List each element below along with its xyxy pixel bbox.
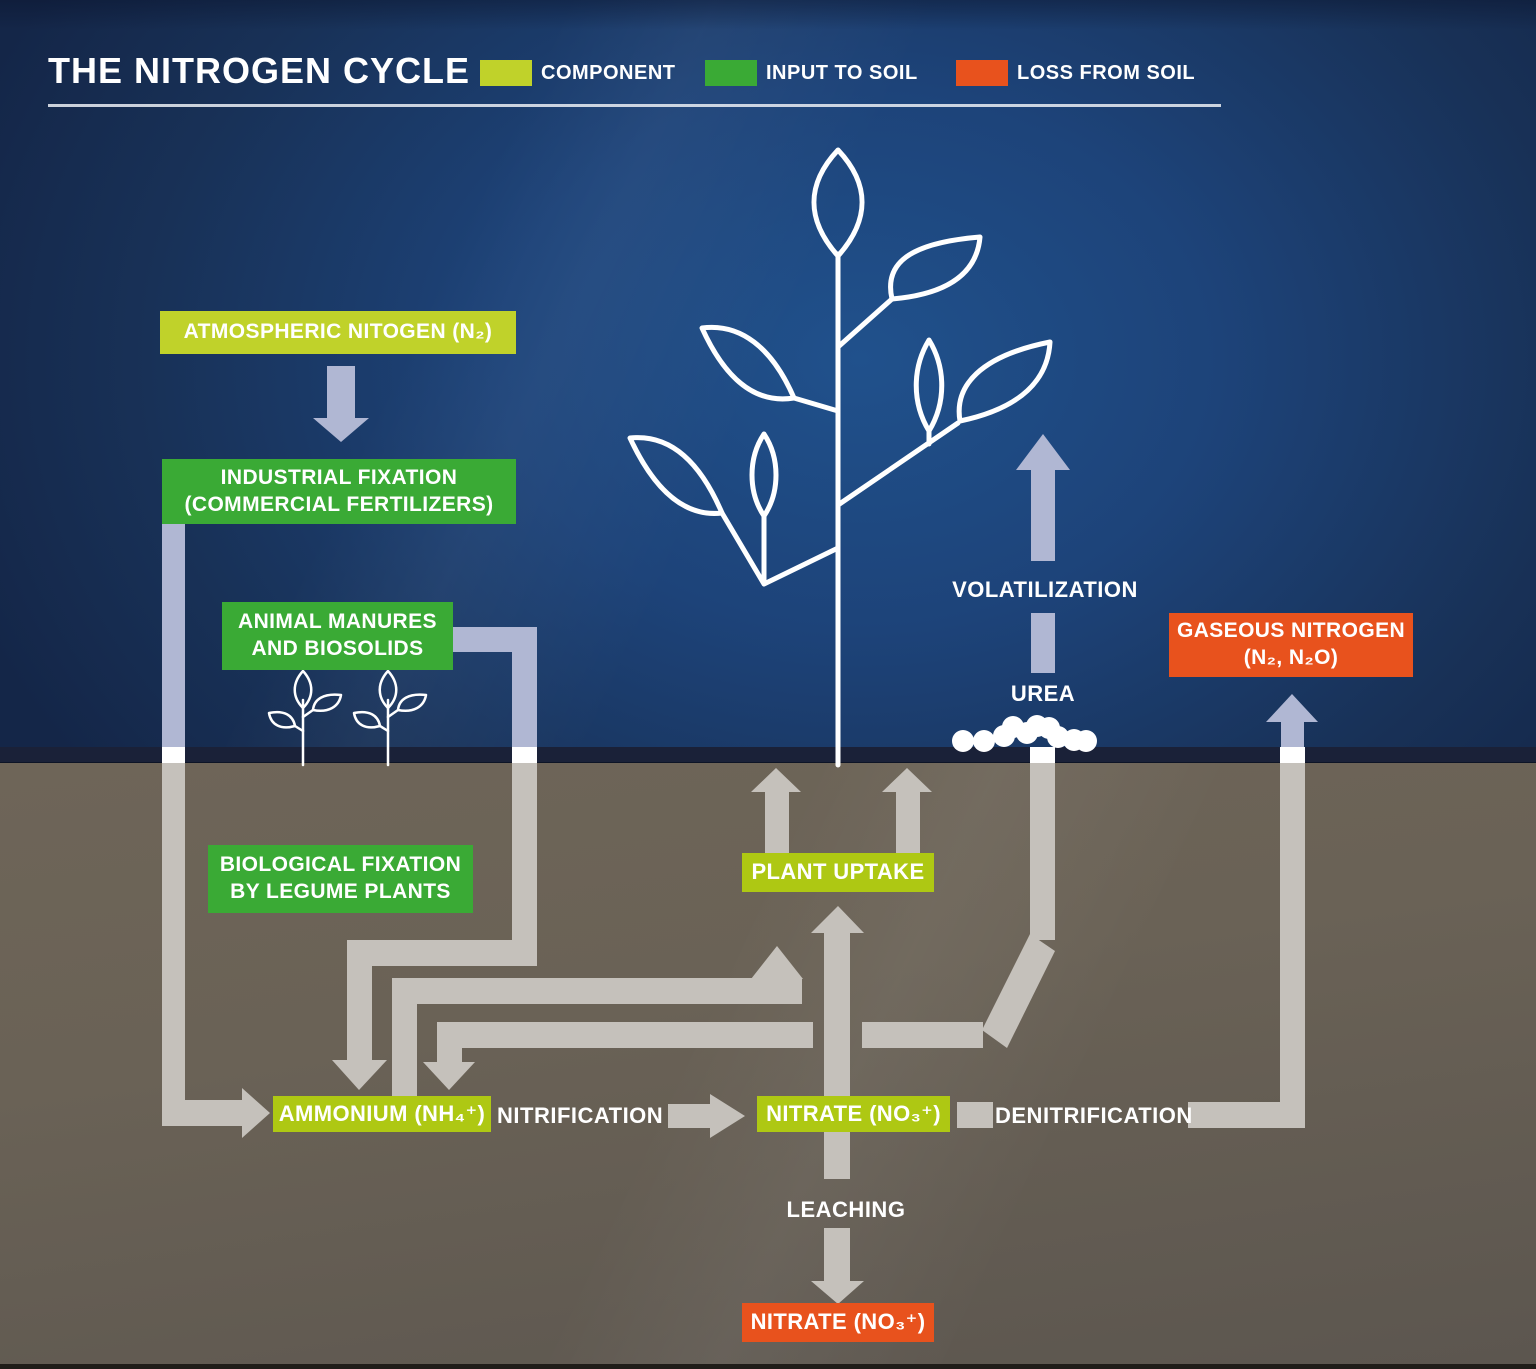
node-ammonium: AMMONIUM (NH₄⁺) — [273, 1096, 491, 1132]
node-industrial-fixation: INDUSTRIAL FIXATION (COMMERCIAL FERTILIZ… — [162, 459, 516, 524]
node-biological-fixation-line1: BIOLOGICAL FIXATION — [219, 853, 462, 877]
soil-surface-line — [0, 747, 1536, 763]
node-nitrate-label: NITRATE (NO₃⁺) — [766, 1100, 941, 1126]
node-plant-uptake-label: PLANT UPTAKE — [751, 859, 925, 885]
legend-label-input-to-soil: INPUT TO SOIL — [766, 61, 918, 84]
node-nitrate: NITRATE (NO₃⁺) — [757, 1096, 950, 1132]
arrow-ammonium-to-plant-uptake — [392, 946, 803, 1096]
input-to-soil-color-swatch — [705, 60, 757, 86]
arrow-nitrification — [668, 1094, 745, 1138]
node-gaseous-nitrogen-line2: (N₂, N₂O) — [1243, 646, 1339, 669]
node-plant-uptake: PLANT UPTAKE — [742, 853, 934, 892]
node-animal-manures-line2: AND BIOSOLIDS — [251, 637, 424, 660]
node-atmospheric-nitrogen-label: ATMOSPHERIC NITOGEN (N₂) — [183, 320, 493, 344]
node-animal-manures: ANIMAL MANURES AND BIOSOLIDS — [222, 602, 453, 670]
node-ammonium-label: AMMONIUM (NH₄⁺) — [278, 1100, 486, 1126]
node-biological-fixation: BIOLOGICAL FIXATION BY LEGUME PLANTS — [208, 845, 473, 913]
label-nitrification: NITRIFICATION — [497, 1103, 664, 1128]
bottom-border — [0, 1364, 1536, 1369]
arrow-denitrification-to-gaseous — [1266, 694, 1318, 748]
node-industrial-fixation-line1: INDUSTRIAL FIXATION — [220, 465, 458, 489]
arrow-urea-to-ammonium — [423, 763, 1055, 1090]
arrow-leaching-down — [811, 1228, 864, 1304]
label-volatilization: VOLATILIZATION — [952, 577, 1138, 602]
plant-illustration — [627, 147, 1053, 768]
arrow-manures-to-ammonium — [332, 763, 537, 1090]
arrow-industrial-to-ammonium — [162, 763, 270, 1138]
urea-pellets — [952, 715, 1097, 752]
node-gaseous-nitrogen-line1: GASEOUS NITROGEN — [1176, 619, 1406, 643]
arrow-industrial-down-above-ground — [162, 523, 185, 748]
legend-label-loss-from-soil: LOSS FROM SOIL — [1017, 61, 1196, 84]
node-gaseous-nitrogen: GASEOUS NITROGEN (N₂, N₂O) — [1169, 613, 1413, 677]
arrow-denitrification — [957, 763, 1305, 1128]
arrow-plant-uptake-to-roots-left — [751, 768, 801, 853]
node-biological-fixation-line2: BY LEGUME PLANTS — [230, 880, 451, 903]
label-leaching: LEACHING — [786, 1197, 906, 1222]
arrow-manures-down-above-ground — [452, 627, 537, 748]
legend-item-input-to-soil: INPUT TO SOIL — [705, 59, 918, 87]
label-denitrification: DENITRIFICATION — [995, 1103, 1193, 1128]
loss-from-soil-color-swatch — [956, 60, 1008, 86]
node-animal-manures-line1: ANIMAL MANURES — [238, 610, 437, 634]
title-underline — [48, 104, 1221, 107]
node-nitrate-leached: NITRATE (NO₃⁺) — [742, 1303, 934, 1342]
page-title: THE NITROGEN CYCLE — [48, 50, 471, 91]
node-nitrate-leached-label: NITRATE (NO₃⁺) — [750, 1309, 926, 1335]
legend-item-loss-from-soil: LOSS FROM SOIL — [956, 59, 1195, 87]
soil-line-crossings — [162, 747, 1305, 763]
arrow-nitrate-to-plant-uptake — [811, 906, 864, 1179]
sprout-illustration-left — [267, 669, 343, 767]
sprout-illustration-right — [352, 669, 428, 767]
legend-label-component: COMPONENT — [541, 61, 676, 84]
arrow-plant-uptake-to-roots-right — [882, 768, 932, 853]
node-industrial-fixation-line2: (COMMERCIAL FERTILIZERS) — [184, 492, 494, 516]
legend-item-component: COMPONENT — [480, 59, 676, 87]
node-atmospheric-nitrogen: ATMOSPHERIC NITOGEN (N₂) — [160, 311, 516, 354]
arrow-volatilization-up — [1016, 434, 1070, 673]
label-urea: UREA — [1010, 681, 1076, 706]
component-color-swatch — [480, 60, 532, 86]
arrow-atmospheric-to-industrial — [313, 366, 369, 442]
